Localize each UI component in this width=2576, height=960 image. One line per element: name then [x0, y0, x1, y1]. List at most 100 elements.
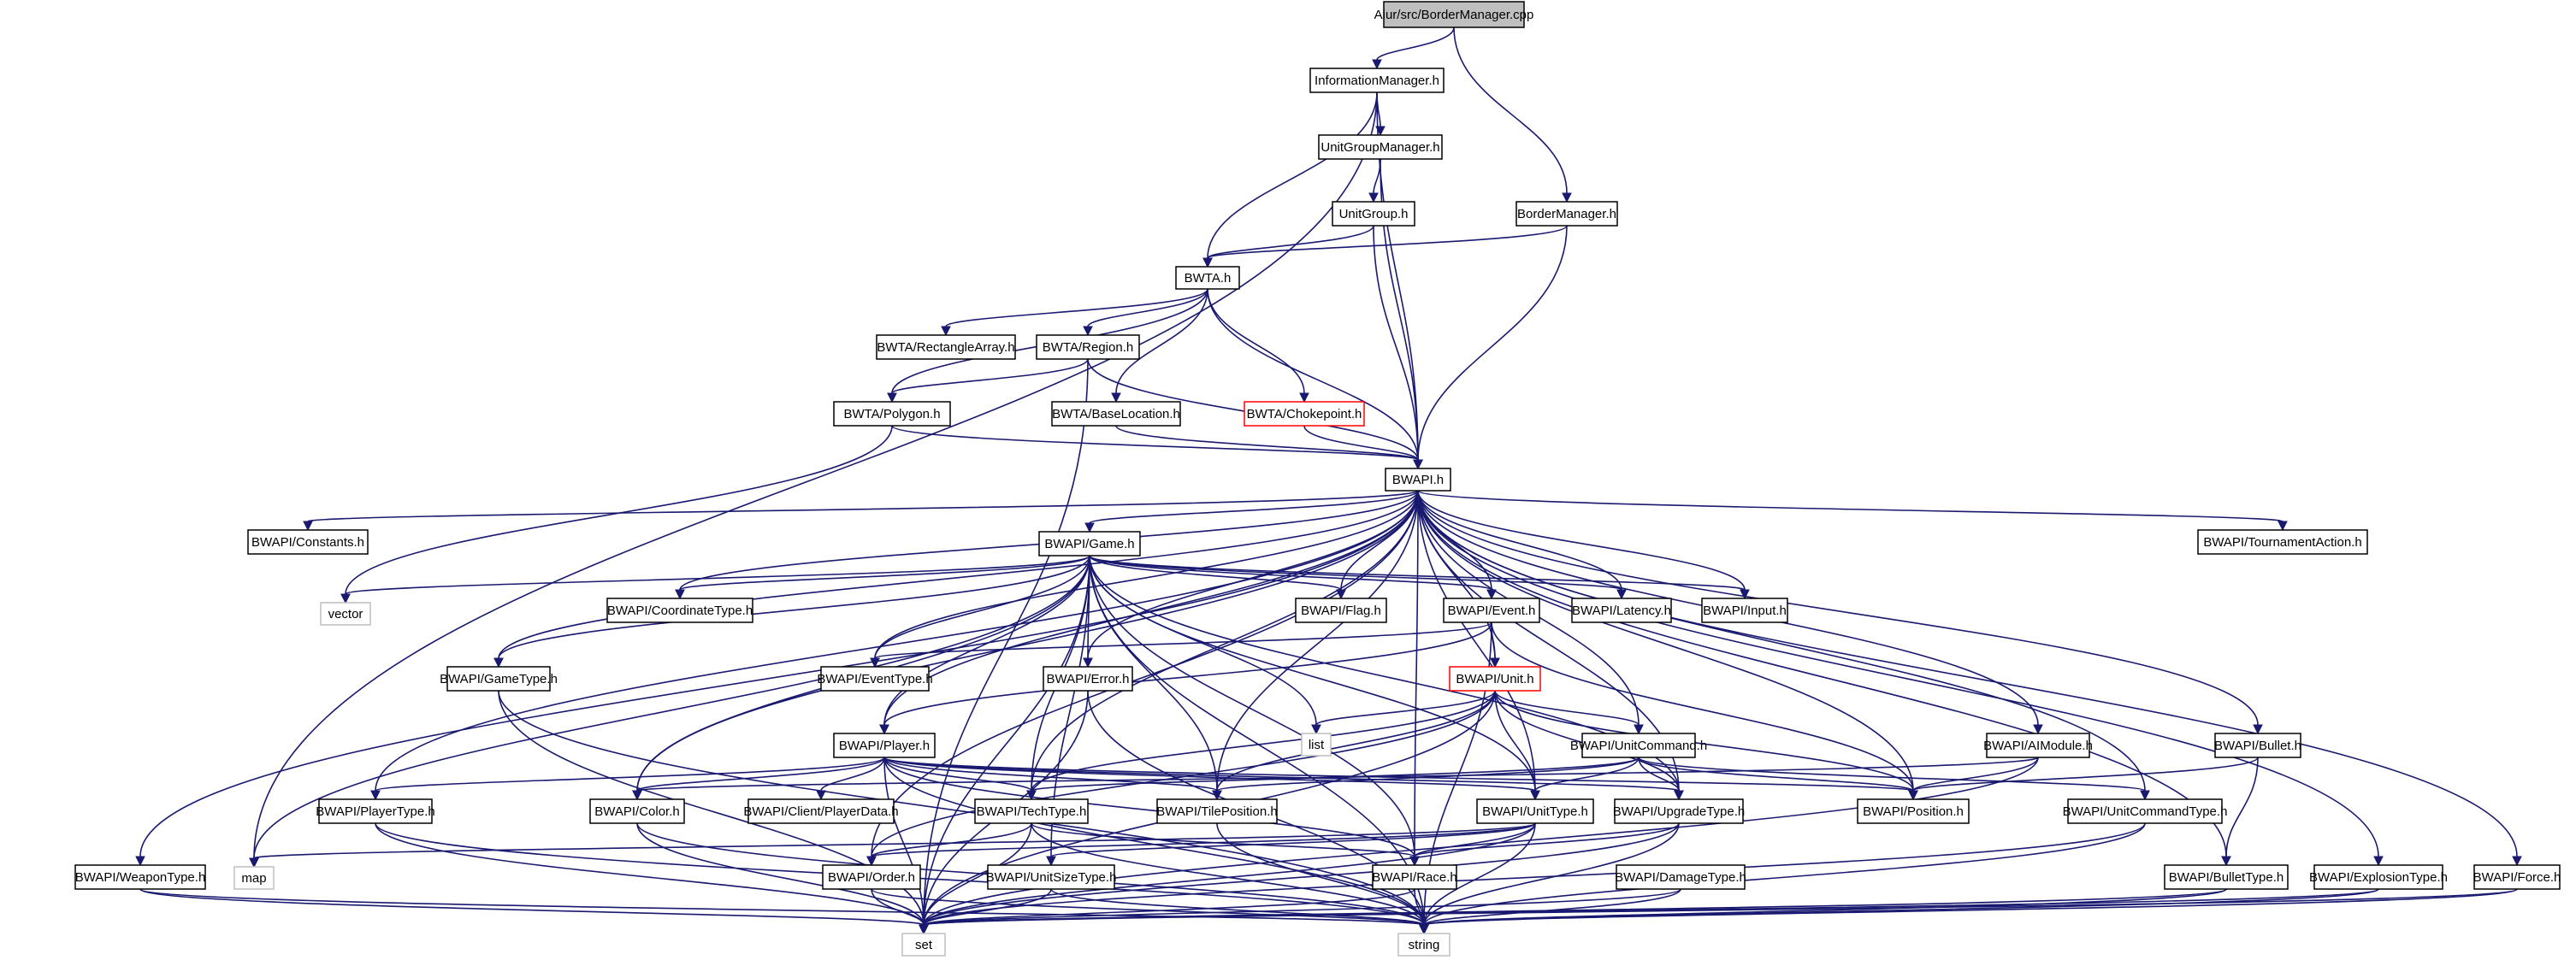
edge-line: [1423, 888, 2518, 926]
edge-player-to-clientpd: [816, 757, 885, 801]
node-position[interactable]: BWAPI/Position.h: [1857, 798, 1970, 824]
node-root[interactable]: Aiur/src/BorderManager.cpp: [1374, 1, 1534, 28]
node-gametype[interactable]: BWAPI/GameType.h: [440, 666, 558, 692]
node-clientpd[interactable]: BWAPI/Client/PlayerData.h: [743, 798, 899, 824]
node-box: [1295, 598, 1387, 623]
node-unittype[interactable]: BWAPI/UnitType.h: [1476, 798, 1594, 824]
node-flag[interactable]: BWAPI/Flag.h: [1295, 598, 1387, 623]
node-bwapi[interactable]: BWAPI.h: [1385, 468, 1451, 492]
node-color[interactable]: BWAPI/Color.h: [589, 798, 685, 824]
node-label: BWAPI.h: [1392, 473, 1444, 487]
node-label: BWAPI/ExplosionType.h: [2309, 870, 2448, 885]
node-label: UnitGroupManager.h: [1320, 140, 1439, 155]
node-bullettype[interactable]: BWAPI/BulletType.h: [2164, 864, 2289, 890]
node-unitcmd[interactable]: BWAPI/UnitCommand.h: [1570, 733, 1707, 758]
node-tilepos[interactable]: BWAPI/TilePosition.h: [1156, 798, 1278, 824]
edge-baseloc-to-bwapi: [1115, 425, 1423, 470]
node-constants[interactable]: BWAPI/Constants.h: [247, 529, 369, 555]
node-set[interactable]: set: [901, 933, 946, 957]
node-ug[interactable]: UnitGroup.h: [1332, 201, 1415, 227]
node-uctype[interactable]: BWAPI/UnitCommandType.h: [2063, 798, 2228, 824]
node-input[interactable]: BWAPI/Input.h: [1701, 598, 1788, 623]
node-force[interactable]: BWAPI/Force.h: [2473, 864, 2561, 890]
edge-force-to-set: [919, 888, 2518, 935]
edge-weapontype-to-string: [139, 888, 1429, 935]
edge-line: [2225, 757, 2259, 857]
node-bm[interactable]: BorderManager.h: [1515, 201, 1618, 227]
edge-line: [1423, 822, 2146, 926]
edge-game-to-coord: [675, 555, 1090, 600]
node-bullet[interactable]: BWAPI/Bullet.h: [2214, 733, 2301, 758]
edge-line: [1414, 888, 1425, 926]
node-techtype[interactable]: BWAPI/TechType.h: [974, 798, 1089, 824]
edge-line: [1638, 757, 1914, 792]
node-box: [318, 798, 433, 824]
arrowhead: [2253, 724, 2263, 735]
node-rectarr[interactable]: BWTA/RectangleArray.h: [876, 334, 1016, 360]
arrowhead: [1486, 589, 1497, 600]
node-playertype[interactable]: BWAPI/PlayerType.h: [316, 798, 435, 824]
node-box: [1449, 666, 1541, 692]
edge-line: [1089, 490, 1419, 524]
node-damage[interactable]: BWAPI/DamageType.h: [1615, 864, 1746, 890]
node-infomgr[interactable]: InformationManager.h: [1309, 68, 1445, 93]
edge-bullet-to-position: [1908, 757, 2259, 801]
node-baseloc[interactable]: BWTA/BaseLocation.h: [1051, 401, 1181, 427]
node-label: BWAPI/UnitCommand.h: [1570, 739, 1707, 753]
node-box: [974, 798, 1089, 824]
edge-aimodule-to-color: [632, 757, 2039, 801]
edge-unitcmd-to-upgtype: [1638, 757, 1684, 801]
node-race[interactable]: BWAPI/Race.h: [1372, 864, 1457, 890]
node-aimodule[interactable]: BWAPI/AIModule.h: [1983, 733, 2093, 758]
node-player[interactable]: BWAPI/Player.h: [833, 733, 936, 758]
node-map[interactable]: map: [233, 866, 275, 890]
node-region[interactable]: BWTA/Region.h: [1036, 334, 1140, 360]
node-box: [1476, 798, 1594, 824]
node-error[interactable]: BWAPI/Error.h: [1043, 666, 1133, 692]
node-string[interactable]: string: [1397, 933, 1450, 957]
edge-line: [636, 822, 925, 926]
node-box: [1332, 201, 1415, 227]
node-choke[interactable]: BWTA/Chokepoint.h: [1244, 401, 1365, 427]
node-weapontype[interactable]: BWAPI/WeaponType.h: [74, 864, 206, 890]
node-order[interactable]: BWAPI/Order.h: [822, 864, 921, 890]
edge-line: [1491, 621, 1914, 792]
node-box: [74, 864, 206, 890]
arrowhead: [1336, 589, 1346, 600]
node-label: BWAPI/CoordinateType.h: [607, 604, 753, 618]
node-label: BWAPI/Latency.h: [1572, 604, 1671, 618]
node-unit[interactable]: BWAPI/Unit.h: [1449, 666, 1541, 692]
node-explosion[interactable]: BWAPI/ExplosionType.h: [2309, 864, 2448, 890]
node-box: [1571, 598, 1672, 623]
node-box: [1857, 798, 1970, 824]
edge-line: [1031, 490, 1419, 792]
node-event[interactable]: BWAPI/Event.h: [1443, 598, 1540, 623]
edge-line: [883, 757, 1218, 792]
node-list[interactable]: list: [1301, 733, 1332, 757]
node-label: Aiur/src/BorderManager.cpp: [1374, 8, 1534, 22]
node-label: BWTA/Region.h: [1043, 340, 1133, 355]
node-vector[interactable]: vector: [320, 602, 371, 626]
node-bwta[interactable]: BWTA.h: [1175, 266, 1240, 290]
edge-event-to-player: [879, 621, 1492, 735]
node-label: BWAPI/Flag.h: [1301, 604, 1381, 618]
edge-line: [820, 757, 885, 792]
node-upgtype[interactable]: BWAPI/UpgradeType.h: [1613, 798, 1746, 824]
node-layer: Aiur/src/BorderManager.cppInformationMan…: [74, 1, 2561, 957]
edge-ug-to-bwta: [1202, 225, 1374, 268]
node-unitsize[interactable]: BWAPI/UnitSizeType.h: [986, 864, 1117, 890]
node-ugm[interactable]: UnitGroupManager.h: [1318, 134, 1443, 160]
edge-polygon-to-vector: [340, 425, 893, 604]
node-eventtype[interactable]: BWAPI/EventType.h: [817, 666, 933, 692]
node-tournament[interactable]: BWAPI/TournamentAction.h: [2197, 529, 2368, 555]
edge-line: [1207, 288, 1305, 394]
node-polygon[interactable]: BWTA/Polygon.h: [833, 401, 951, 427]
edge-bwta-to-baseloc: [1111, 288, 1208, 403]
node-latency[interactable]: BWAPI/Latency.h: [1571, 598, 1672, 623]
node-coord[interactable]: BWAPI/CoordinateType.h: [606, 598, 753, 623]
edge-line: [1089, 555, 1342, 591]
edge-line: [1453, 27, 1568, 194]
node-game[interactable]: BWAPI/Game.h: [1038, 531, 1141, 557]
node-box: [1318, 134, 1443, 160]
edge-line: [923, 888, 1052, 926]
